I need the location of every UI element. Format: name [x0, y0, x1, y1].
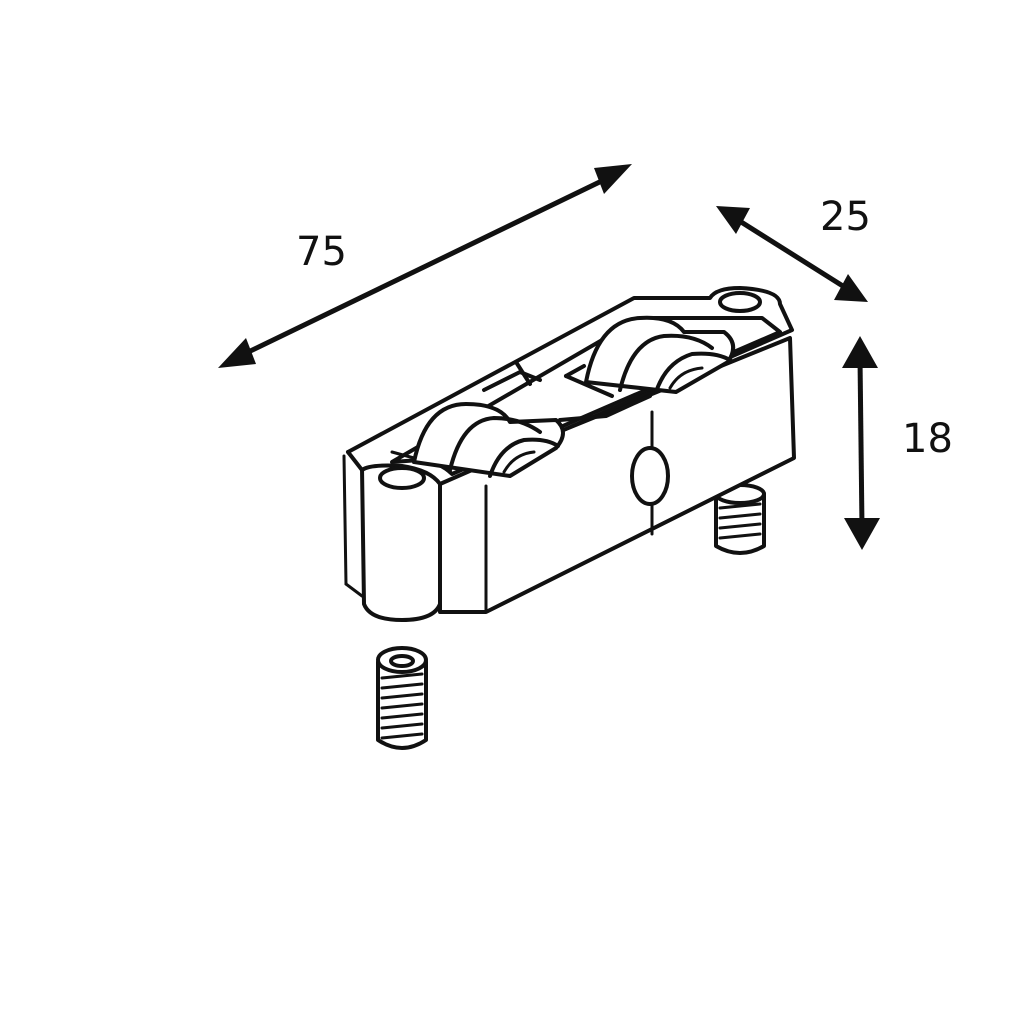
dimension-width-label: 25	[820, 194, 871, 240]
dimension-height-arrowhead-end	[844, 518, 880, 550]
roller-wheel-front	[390, 402, 565, 478]
housing-inner-details	[482, 360, 652, 422]
roller-wheel-rear	[584, 315, 736, 394]
dimension-height-line	[857, 357, 865, 529]
set-screw-loose	[376, 646, 428, 750]
center-rivet	[630, 446, 670, 506]
dimension-length-label: 75	[296, 229, 347, 275]
dimension-length: 75	[218, 164, 632, 368]
dimension-length-arrowhead-start	[218, 338, 256, 368]
dimension-width-line	[736, 217, 848, 291]
dimension-width: 25	[716, 194, 871, 302]
dimension-width-arrowhead-start	[716, 206, 750, 234]
dimension-length-arrowhead-end	[594, 164, 632, 194]
hex-socket-icon	[389, 654, 415, 668]
dimension-height-arrowhead-start	[842, 336, 878, 368]
dimension-height-label: 18	[902, 416, 953, 462]
dimension-width-arrowhead-end	[834, 274, 868, 302]
end-cap-bolt-hole	[378, 466, 426, 490]
rear-bolt-hole	[718, 291, 762, 313]
dimension-length-line	[238, 173, 614, 359]
dimension-height: 18	[842, 336, 953, 550]
